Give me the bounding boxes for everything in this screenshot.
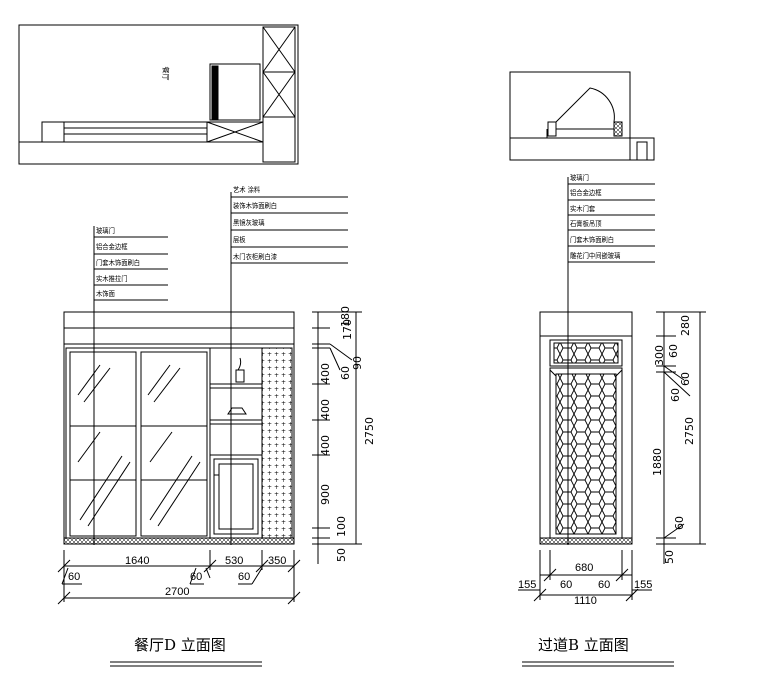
dim-60: 60 — [560, 579, 573, 591]
total-width: 2700 — [165, 586, 190, 598]
dim-60: 60 — [68, 571, 81, 583]
dim-155: 155 — [518, 579, 537, 591]
elevation-left — [57, 192, 362, 605]
note-label: 实木推拉门 — [96, 275, 128, 283]
plan-right — [509, 71, 655, 161]
dim-90: 90 — [351, 356, 364, 370]
note-label: 雕花门中间嵌玻璃 — [570, 252, 621, 260]
note-label: 铝合金边框 — [96, 243, 128, 251]
left-title: 餐厅D 立面图 — [134, 636, 226, 654]
dim-280: 280 — [679, 315, 692, 336]
dim-300: 300 — [653, 345, 666, 366]
dim-170: 170 — [341, 319, 354, 340]
dim-530: 530 — [225, 555, 244, 567]
plan-label: 餐厅 — [161, 66, 170, 81]
note-label: 木饰面 — [96, 290, 115, 298]
note-label: 层板 — [233, 236, 246, 244]
plan-left — [18, 24, 299, 165]
dim-60: 60 — [679, 372, 692, 386]
dim-50: 50 — [335, 548, 348, 562]
dim-60: 60 — [598, 579, 611, 591]
note-label: 铝合金边框 — [570, 189, 602, 197]
total-height: 2750 — [683, 417, 696, 445]
dim-400: 400 — [319, 399, 332, 420]
note-label: 艺术 涂料 — [233, 186, 261, 194]
dim-400: 400 — [319, 363, 332, 384]
dim-100: 100 — [335, 516, 348, 537]
dim-155: 155 — [634, 579, 653, 591]
dim-900: 900 — [319, 484, 332, 505]
dim-60: 60 — [673, 516, 686, 530]
total-width: 1110 — [574, 595, 597, 607]
dim-60: 60 — [238, 571, 251, 583]
total-height: 2750 — [363, 417, 376, 445]
note-label: 实木门套 — [570, 205, 596, 213]
note-label: 玻璃门 — [570, 174, 589, 182]
dim-1640: 1640 — [125, 555, 150, 567]
note-label: 玻璃门 — [96, 227, 115, 235]
dim-60: 60 — [669, 388, 682, 402]
right-title: 过道B 立面图 — [538, 636, 629, 654]
note-label: 门套木饰面刷白 — [96, 259, 141, 267]
note-label: 黑镜灰玻璃 — [233, 219, 265, 227]
dim-400: 400 — [319, 435, 332, 456]
note-label: 石膏板吊顶 — [570, 220, 602, 228]
dim-60: 60 — [190, 571, 203, 583]
dim-1880: 1880 — [651, 448, 664, 476]
dim-60: 60 — [667, 344, 680, 358]
dim-60: 60 — [339, 366, 352, 380]
elevation-right — [518, 177, 706, 602]
note-label: 木门衣柜刷白漆 — [233, 253, 278, 261]
dim-50: 50 — [663, 550, 676, 564]
dim-350: 350 — [268, 555, 287, 567]
note-label: 门套木饰面刷白 — [570, 236, 615, 244]
dim-680: 680 — [575, 562, 594, 574]
note-label: 装饰木饰面刷白 — [233, 202, 278, 210]
